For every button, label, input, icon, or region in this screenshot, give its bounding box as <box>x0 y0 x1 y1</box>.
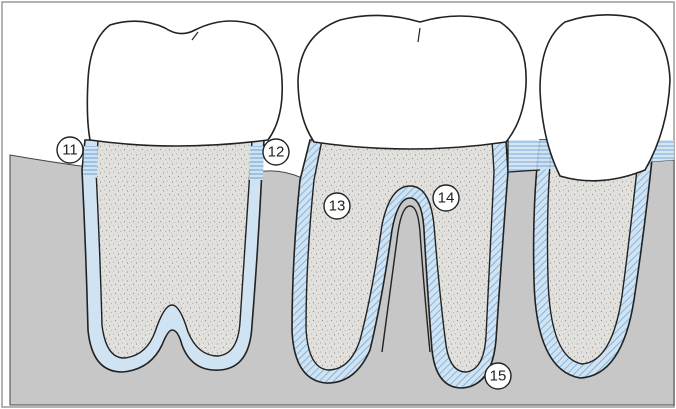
crown-tooth-right <box>540 15 670 181</box>
label-11-text: 11 <box>62 142 78 159</box>
tooth-left <box>82 21 282 372</box>
hatch-12 <box>249 146 264 180</box>
label-12: 12 <box>263 139 289 165</box>
label-11: 11 <box>57 137 83 163</box>
label-14-text: 14 <box>438 190 455 207</box>
label-13: 13 <box>324 193 350 219</box>
label-15-text: 15 <box>490 368 507 385</box>
label-14: 14 <box>433 185 459 211</box>
hatch-11 <box>83 146 98 178</box>
label-13-text: 13 <box>329 198 346 215</box>
label-12-text: 12 <box>268 144 285 161</box>
crown-tooth-middle <box>298 15 526 149</box>
label-15: 15 <box>485 363 511 389</box>
crown-tooth-left <box>87 21 282 146</box>
